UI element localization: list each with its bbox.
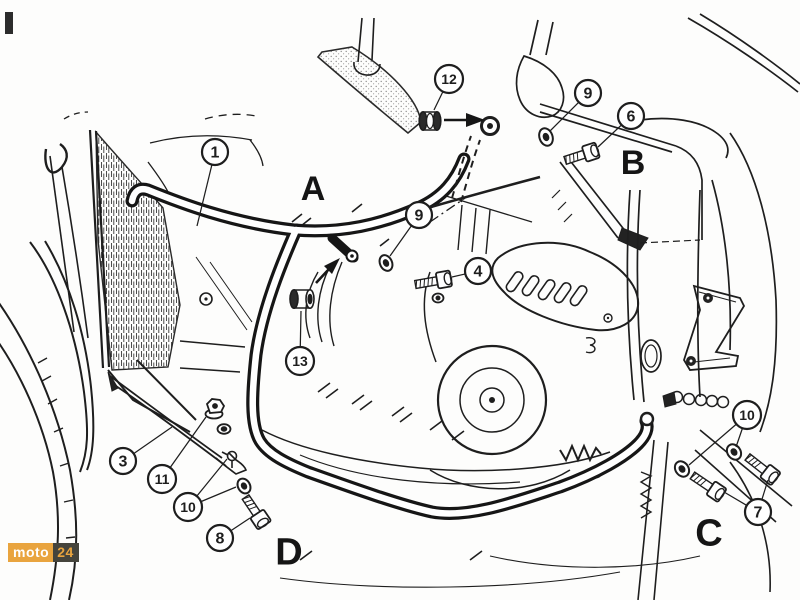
- coil-spring: [639, 471, 653, 519]
- part-washer-10-left: [236, 477, 252, 495]
- callout-circle-9: [404, 200, 434, 230]
- rear-frame-art: [626, 189, 701, 403]
- section-label-B: B: [621, 144, 646, 182]
- frame-art: [515, 13, 800, 433]
- part-bolt-7-left: [689, 471, 727, 503]
- arrow-to-lower-lug: [315, 258, 340, 284]
- part-bolt-6: [563, 141, 601, 166]
- part-spacer-12: [418, 111, 442, 132]
- callout-number: 10: [180, 499, 196, 515]
- callout-12: 12: [433, 63, 465, 111]
- callout-number: 9: [415, 208, 424, 225]
- callout-number: 1: [211, 145, 220, 162]
- callout-number: 7: [754, 505, 763, 522]
- callout-3: 3: [108, 426, 173, 476]
- callout-11: 11: [146, 416, 207, 495]
- callout-leader-line: [688, 423, 737, 466]
- callout-circle-10: [731, 399, 763, 431]
- callout-number: 6: [627, 109, 636, 126]
- crash-bar: [125, 116, 655, 520]
- part-bolt-8: [241, 493, 272, 530]
- bar-mount-lug: [327, 233, 359, 263]
- callout-4: 4: [451, 256, 493, 286]
- callout-number: 3: [119, 454, 128, 471]
- part-washer-10-right-b: [673, 460, 691, 478]
- callout-number: 8: [216, 531, 225, 548]
- section-label-D: D: [275, 532, 302, 574]
- callout-circle-4: [463, 256, 493, 286]
- section-label-C: C: [695, 513, 722, 555]
- part-washer-under-4: [431, 292, 445, 304]
- callout-circle-1: [200, 137, 230, 167]
- callout-circle-7: [743, 497, 773, 527]
- callout-number: 4: [474, 264, 483, 281]
- callout-number: 13: [292, 353, 308, 369]
- callout-leader-line: [196, 458, 228, 497]
- callout-leader-line: [200, 486, 237, 503]
- annotation-layer: 1 12 9 6 9 4 13 3 11 10 8 10 7 A B C D: [108, 63, 773, 574]
- part-bolt-4: [413, 269, 453, 290]
- callout-circle-8: [205, 523, 235, 553]
- callout-leader-line: [230, 517, 251, 532]
- callout-13: 13: [284, 310, 316, 377]
- section-label-A: A: [301, 170, 326, 208]
- callout-9: 9: [549, 78, 603, 132]
- side-stand-spring: [559, 443, 602, 463]
- front-wheel-art: [0, 143, 95, 600]
- callout-leader-line: [549, 101, 580, 132]
- callout-1: 1: [196, 137, 230, 227]
- callout-leader-line: [196, 164, 213, 227]
- footpeg-bracket-art: [662, 284, 746, 409]
- callout-8: 8: [205, 517, 251, 553]
- callout-circle-12: [433, 63, 465, 95]
- callout-number: 10: [739, 407, 755, 423]
- part-bushing-13: [289, 288, 315, 309]
- callout-leader-line: [723, 491, 748, 506]
- callout-circle-10: [172, 491, 204, 523]
- callout-number: 11: [155, 471, 170, 487]
- part-nut-11: [204, 398, 226, 420]
- part-washer-10-right-a: [725, 443, 743, 461]
- callout-number: 12: [441, 71, 457, 87]
- callout-circle-9: [573, 78, 603, 108]
- callout-number: 9: [584, 86, 593, 103]
- callout-6: 6: [597, 101, 646, 148]
- callout-leader-line: [451, 273, 466, 278]
- part-washer-9-top: [538, 127, 554, 147]
- callout-leader-line: [133, 426, 173, 455]
- fairing-dash-art: [63, 111, 264, 331]
- callout-10: 10: [688, 399, 763, 466]
- logo-text-24: 24: [53, 543, 79, 562]
- part-lug-screw: [226, 450, 238, 468]
- callout-leader-line: [597, 124, 622, 148]
- callout-leader-line: [735, 428, 744, 448]
- tank-art: [316, 17, 422, 135]
- callout-9: 9: [389, 200, 434, 257]
- callout-10: 10: [172, 458, 237, 523]
- part-bolt-7-right: [744, 452, 781, 486]
- callout-leader-line: [389, 225, 413, 257]
- callout-circle-13: [284, 345, 316, 377]
- engine-art: [199, 195, 701, 588]
- callout-7: 7: [723, 479, 773, 527]
- logo-text-moto: moto: [8, 543, 54, 562]
- callout-circle-11: [146, 463, 178, 495]
- callout-circle-3: [108, 446, 138, 476]
- callout-leader-line: [169, 416, 207, 468]
- callout-leader-line: [299, 310, 302, 348]
- arrow-to-top-mount: [444, 113, 485, 127]
- callout-leader-line: [761, 479, 769, 500]
- callout-circle-6: [616, 101, 646, 131]
- part-washer-9-mid: [378, 254, 394, 272]
- callout-leader-line: [433, 91, 444, 111]
- scan-corner-mark: [5, 12, 13, 34]
- part-washer-under-11: [216, 423, 232, 435]
